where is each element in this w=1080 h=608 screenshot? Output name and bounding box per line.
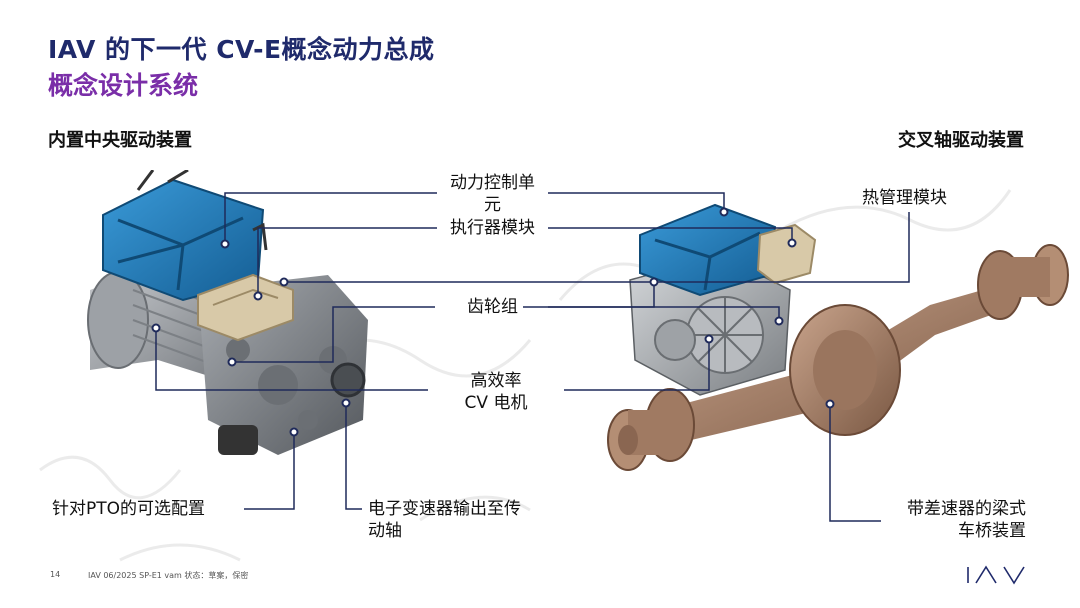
label-beam-axle-line1: 带差速器的梁式 [907, 499, 1026, 519]
label-gearset: 齿轮组 [467, 297, 518, 317]
label-beam-axle: 带差速器的梁式 车桥装置 [907, 498, 1026, 542]
label-e-transmission-line1: 电子变速器输出至传 [368, 499, 521, 519]
label-power-control-unit-line1: 动力控制单 [450, 173, 535, 193]
label-actuator-module: 执行器模块 [450, 218, 535, 238]
label-cv-motor-line2: CV 电机 [464, 393, 528, 413]
section-heading-right: 交叉轴驱动装置 [898, 130, 1024, 151]
section-heading-left: 内置中央驱动装置 [48, 130, 192, 151]
label-cv-motor: 高效率 CV 电机 [432, 370, 560, 414]
page-subtitle: 概念设计系统 [48, 71, 199, 100]
label-power-control-unit: 动力控制单 元 [440, 172, 545, 216]
label-e-transmission: 电子变速器输出至传 动轴 [368, 498, 521, 542]
page-number: 14 [50, 570, 61, 579]
iav-logo [967, 565, 1025, 585]
central-drive-unit-image [87, 170, 368, 455]
label-power-control-unit-line2: 元 [484, 195, 501, 215]
label-e-transmission-line2: 动轴 [368, 521, 402, 541]
label-thermal-module: 热管理模块 [862, 188, 947, 208]
label-beam-axle-line2: 车桥装置 [958, 521, 1026, 541]
label-pto-option: 针对PTO的可选配置 [52, 499, 206, 519]
label-cv-motor-line1: 高效率 [470, 371, 522, 391]
page-title: IAV 的下一代 CV-E概念动力总成 [48, 35, 435, 64]
footer-meta: IAV 06/2025 SP-E1 vam 状态：草案，保密 [88, 571, 249, 580]
